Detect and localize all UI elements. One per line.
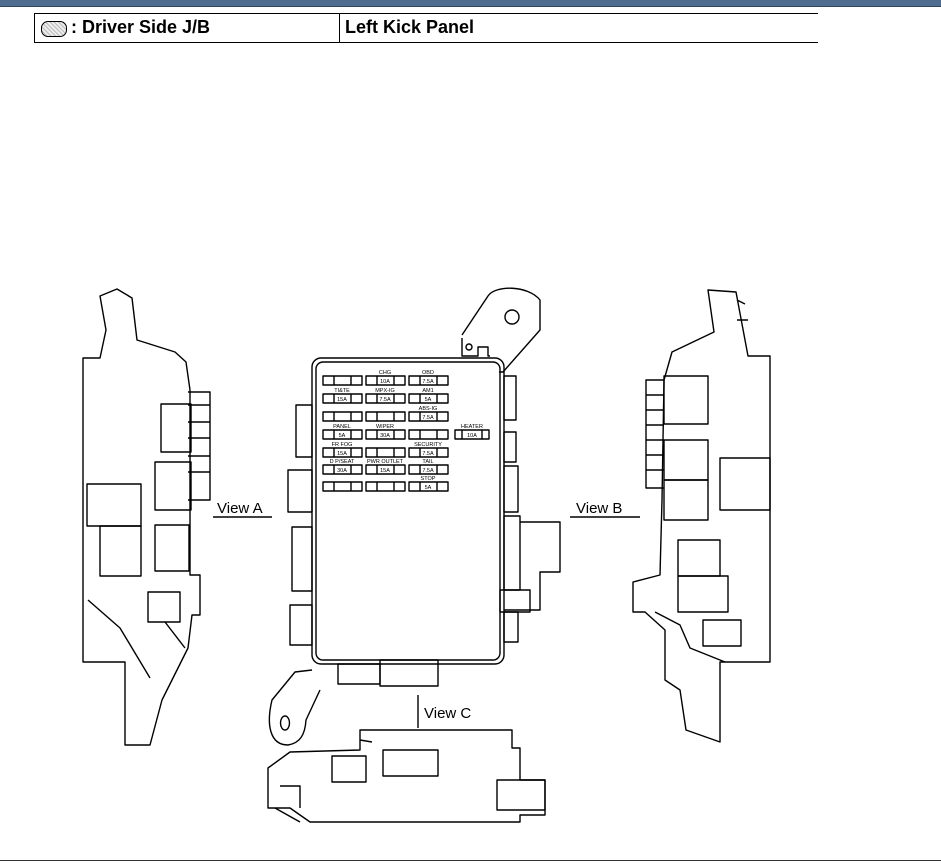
fuse-name: TI&TE: [334, 388, 350, 394]
fuse-name: TAIL: [422, 459, 433, 465]
fuse-rating: 5A: [425, 485, 432, 491]
fuse-name: FR FOG: [332, 442, 353, 448]
fuse-rating: 7.5A: [422, 451, 434, 457]
fuse-rating: 5A: [425, 397, 432, 403]
junction-block-icon: [41, 21, 67, 37]
location-value: Left Kick Panel: [345, 17, 475, 37]
fuse-rating: 7.5A: [422, 468, 434, 474]
front-view-center: [268, 287, 561, 746]
fuse-name: WIPER: [376, 424, 394, 430]
window-top-bar: [0, 0, 941, 7]
fuse-rating: 10A: [380, 379, 390, 385]
bottom-divider: [0, 860, 941, 861]
fuse-rating: 10A: [467, 433, 477, 439]
side-view-right: [570, 289, 771, 743]
fuse-rating: 15A: [380, 468, 390, 474]
view-c-label: View C: [424, 705, 471, 722]
fuse-name: ABS-IG: [419, 406, 438, 412]
fuse-name: CHG: [379, 370, 391, 376]
fuse-name: SECURITY: [414, 442, 442, 448]
fuse-name: PWR OUTLET: [367, 459, 404, 465]
fuse-rating: 30A: [337, 468, 347, 474]
fuse-name: MPX-IG: [375, 388, 395, 394]
bottom-view: [267, 695, 546, 823]
fuse-name: D P/SEAT: [330, 459, 355, 465]
fuse-rating: 7.5A: [422, 379, 434, 385]
fuse-name: HEATER: [461, 424, 483, 430]
view-a-label: View A: [217, 500, 263, 517]
fuse-rating: 7.5A: [422, 415, 434, 421]
fuse-rating: 15A: [337, 451, 347, 457]
location-header-table: : Driver Side J/B Left Kick Panel: [34, 13, 818, 43]
fuse-name: PANEL: [333, 424, 351, 430]
location-label: : Driver Side J/B: [71, 17, 211, 37]
fuse-rating: 5A: [339, 433, 346, 439]
fuse-rating: 7.5A: [379, 397, 391, 403]
fuse-rating: 15A: [337, 397, 347, 403]
fuse-name: OBD: [422, 370, 434, 376]
side-view-left: [82, 288, 272, 746]
fuse-name: AM1: [422, 388, 433, 394]
fuse-name: STOP: [421, 476, 436, 482]
view-b-label: View B: [576, 500, 622, 517]
location-header-cell: : Driver Side J/B: [34, 14, 340, 42]
fuse-rating: 30A: [380, 433, 390, 439]
